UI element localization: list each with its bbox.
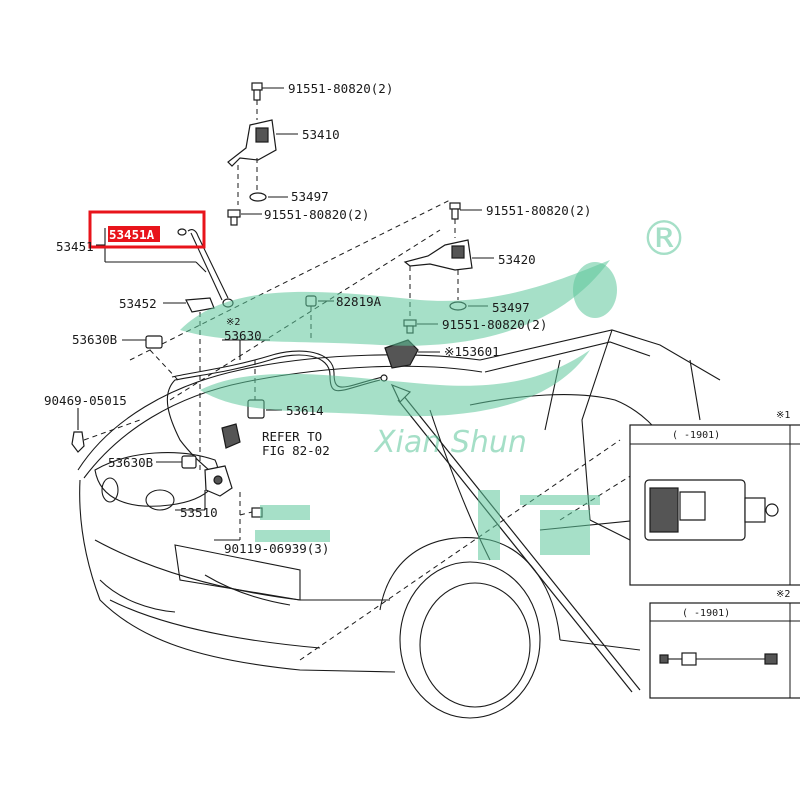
part-labels: 91551-80820(2) 53410 53497 91551-80820(2… <box>44 81 591 556</box>
label-53497-right: 53497 <box>492 300 530 315</box>
support-rod-53451 <box>96 228 234 308</box>
label-53451: 53451 <box>56 239 94 254</box>
label-91551-top: 91551-80820(2) <box>288 81 393 96</box>
inset2-range: ( -1901) <box>682 608 730 619</box>
highlight-box <box>88 210 206 249</box>
bolt-90469 <box>71 408 141 453</box>
label-x2: ※2 <box>226 317 240 328</box>
label-91551-right2: 91551-80820(2) <box>442 317 547 332</box>
inset-labels: ( -1901) ※1 ( -1901) ※2 <box>672 410 790 619</box>
watermark-latin: Xian Shun <box>373 425 527 460</box>
inset-panel-1 <box>629 424 800 586</box>
label-53497-top: 53497 <box>291 189 329 204</box>
label-82819A: 82819A <box>336 294 382 309</box>
label-53451A-bg <box>108 226 160 242</box>
label-53630: 53630 <box>224 328 262 343</box>
label-53614: 53614 <box>286 403 324 418</box>
label-53630B-top: 53630B <box>72 332 117 347</box>
refer-part <box>221 423 241 449</box>
label-91551-right: 91551-80820(2) <box>486 203 591 218</box>
label-refer-line1: REFER TO <box>262 429 322 444</box>
clip-53630B-bottom <box>156 455 197 469</box>
bolt-90119 <box>214 507 263 541</box>
clip-53630B-top <box>122 335 179 381</box>
label-53630B-bottom: 53630B <box>108 455 153 470</box>
label-53510: 53510 <box>180 505 218 520</box>
inset1-range: ( -1901) <box>672 430 720 441</box>
label-90119: 90119-06939(3) <box>224 541 329 556</box>
watermark-registered: ® <box>640 211 688 267</box>
latch-53510 <box>175 465 241 540</box>
label-153601: ※153601 <box>444 344 500 359</box>
label-91551-mid: 91551-80820(2) <box>264 207 369 222</box>
inset2-number: ※2 <box>776 589 790 600</box>
label-53420: 53420 <box>498 252 536 267</box>
inset-panel-2 <box>649 602 800 699</box>
inset1-number: ※1 <box>776 410 790 421</box>
label-90469: 90469-05015 <box>44 393 127 408</box>
label-53451A: 53451A <box>109 227 155 242</box>
label-53452: 53452 <box>119 296 157 311</box>
watermark: ® Xian Shun <box>180 211 688 560</box>
label-53410: 53410 <box>302 127 340 142</box>
label-refer-line2: FIG 82-02 <box>262 443 330 458</box>
hinge-53410-group <box>227 82 298 226</box>
